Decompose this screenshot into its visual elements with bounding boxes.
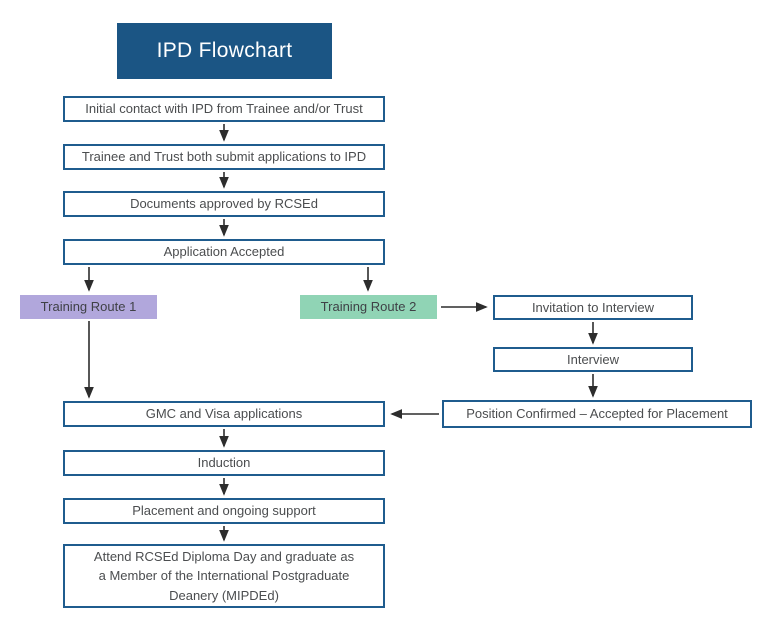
node-application-accepted: Application Accepted: [63, 239, 385, 265]
node-interview-label: Interview: [566, 351, 620, 367]
node-initial-contact: Initial contact with IPD from Trainee an…: [63, 96, 385, 122]
node-induction: Induction: [63, 450, 385, 476]
node-diploma-day-line2: a Member of the International Postgradua…: [98, 568, 350, 584]
node-interview: Interview: [493, 347, 693, 372]
node-invitation-to-interview-label: Invitation to Interview: [531, 299, 655, 315]
node-position-confirmed-label: Position Confirmed – Accepted for Placem…: [466, 406, 728, 422]
node-submit-applications: Trainee and Trust both submit applicatio…: [63, 144, 385, 170]
flowchart-title-label: IPD Flowchart: [156, 39, 293, 63]
node-submit-applications-label: Trainee and Trust both submit applicatio…: [81, 149, 367, 165]
node-placement-support-label: Placement and ongoing support: [132, 503, 316, 519]
node-training-route-1: Training Route 1: [20, 295, 157, 319]
node-diploma-day-line3: Deanery (MIPDEd): [169, 587, 279, 603]
node-invitation-to-interview: Invitation to Interview: [493, 295, 693, 320]
node-placement-support: Placement and ongoing support: [63, 498, 385, 524]
node-gmc-visa-applications-label: GMC and Visa applications: [145, 406, 303, 422]
node-initial-contact-label: Initial contact with IPD from Trainee an…: [85, 101, 363, 117]
node-diploma-day-line1: Attend RCSEd Diploma Day and graduate as: [93, 548, 355, 564]
node-training-route-2-label: Training Route 2: [320, 299, 417, 315]
node-training-route-2: Training Route 2: [300, 295, 437, 319]
node-position-confirmed: Position Confirmed – Accepted for Placem…: [442, 400, 752, 428]
node-training-route-1-label: Training Route 1: [40, 299, 137, 315]
flowchart-title: IPD Flowchart: [117, 23, 332, 79]
node-application-accepted-label: Application Accepted: [163, 244, 285, 260]
node-gmc-visa-applications: GMC and Visa applications: [63, 401, 385, 427]
node-diploma-day: Attend RCSEd Diploma Day and graduate as…: [63, 544, 385, 608]
node-documents-approved: Documents approved by RCSEd: [63, 191, 385, 217]
node-induction-label: Induction: [197, 455, 251, 471]
node-documents-approved-label: Documents approved by RCSEd: [130, 196, 318, 212]
